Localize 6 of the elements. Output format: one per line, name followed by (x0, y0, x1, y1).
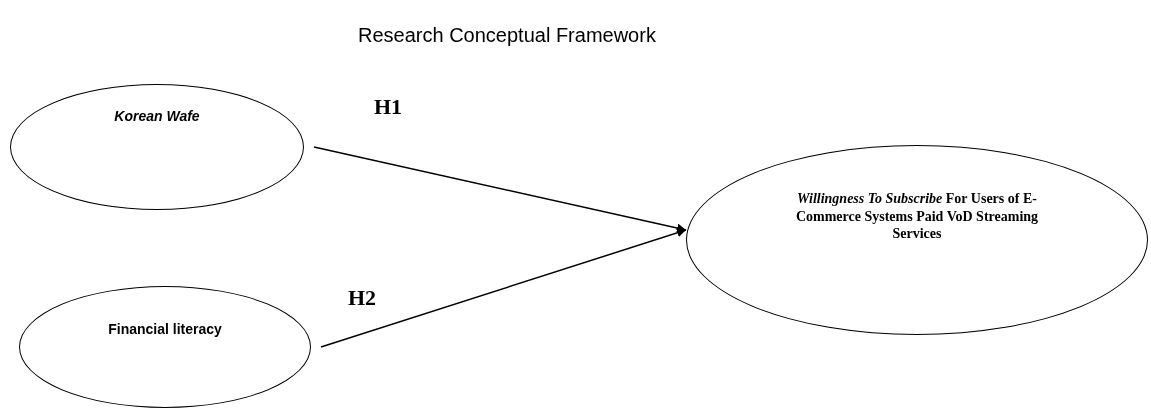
arrow (320, 228, 687, 348)
diagram-title: Research Conceptual Framework (358, 24, 656, 47)
variable-label: Financial literacy (107, 320, 223, 339)
variable-label: Willingness To Subscribe For Users of E-Commerce Systems Paid VoD Streaming Services (794, 190, 1040, 243)
variable-label: Korean Wafe (113, 107, 201, 126)
arrow (313, 146, 687, 233)
